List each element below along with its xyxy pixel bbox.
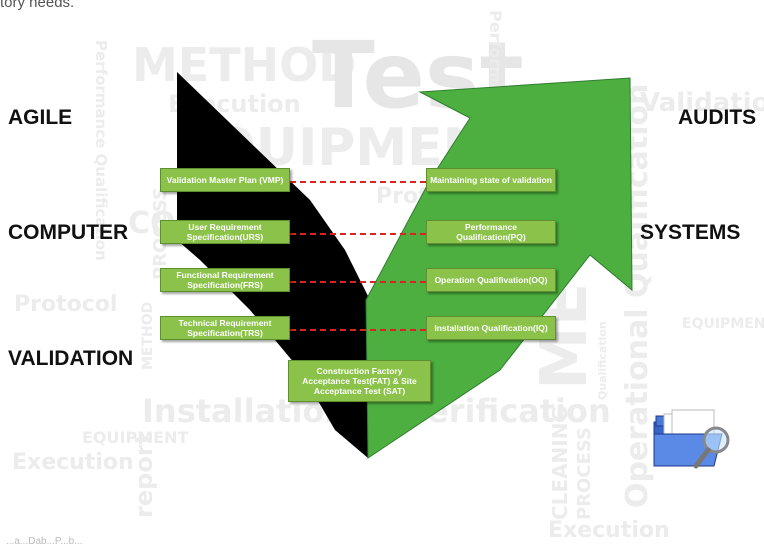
folder-magnifier-icon xyxy=(653,409,730,469)
box-trs: Technical Requirement Specification(TRS) xyxy=(160,316,290,340)
box-iq: Installation Qualification(IQ) xyxy=(426,316,556,340)
connector-line-4 xyxy=(290,329,426,331)
watermark-execution-bottom: Execution xyxy=(548,518,670,543)
intro-text-fragment: tory needs. xyxy=(0,0,75,11)
connector-line-1 xyxy=(290,181,426,183)
connector-line-3 xyxy=(290,281,426,283)
label-agile: AGILE xyxy=(8,106,73,129)
connector-line-2 xyxy=(290,233,426,235)
label-validation: VALIDATION xyxy=(8,347,134,370)
label-systems: SYSTEMS xyxy=(640,221,741,244)
caption-fragment: ...a...Dab...P...b... xyxy=(6,536,83,547)
box-oq: Operation Qualifivation(OQ) xyxy=(426,268,556,292)
box-vmp: Validation Master Plan (VMP) xyxy=(160,168,290,192)
watermark-validation-right: Validation xyxy=(640,88,764,118)
watermark-equipment-right: EQUIPMENT xyxy=(682,316,764,332)
box-construction-fat-sat: Construction Factory Acceptance Test(FAT… xyxy=(288,360,431,402)
box-urs: User Requirement Specification(URS) xyxy=(160,220,290,244)
box-maintaining-validation: Maintaining state of validation xyxy=(426,168,556,192)
watermark-protocol-left: Protocol xyxy=(14,292,118,317)
label-computer: COMPUTER xyxy=(8,221,129,244)
label-audits: AUDITS xyxy=(678,106,757,129)
box-pq: Performance Qualification(PQ) xyxy=(426,220,556,244)
watermark-method: METHOD xyxy=(132,38,357,92)
watermark-execution-left: Execution xyxy=(12,450,134,475)
watermark-equipment-small: EQUIPMENT xyxy=(82,428,189,447)
box-frs: Functional Requirement Specification(FRS… xyxy=(160,268,290,292)
